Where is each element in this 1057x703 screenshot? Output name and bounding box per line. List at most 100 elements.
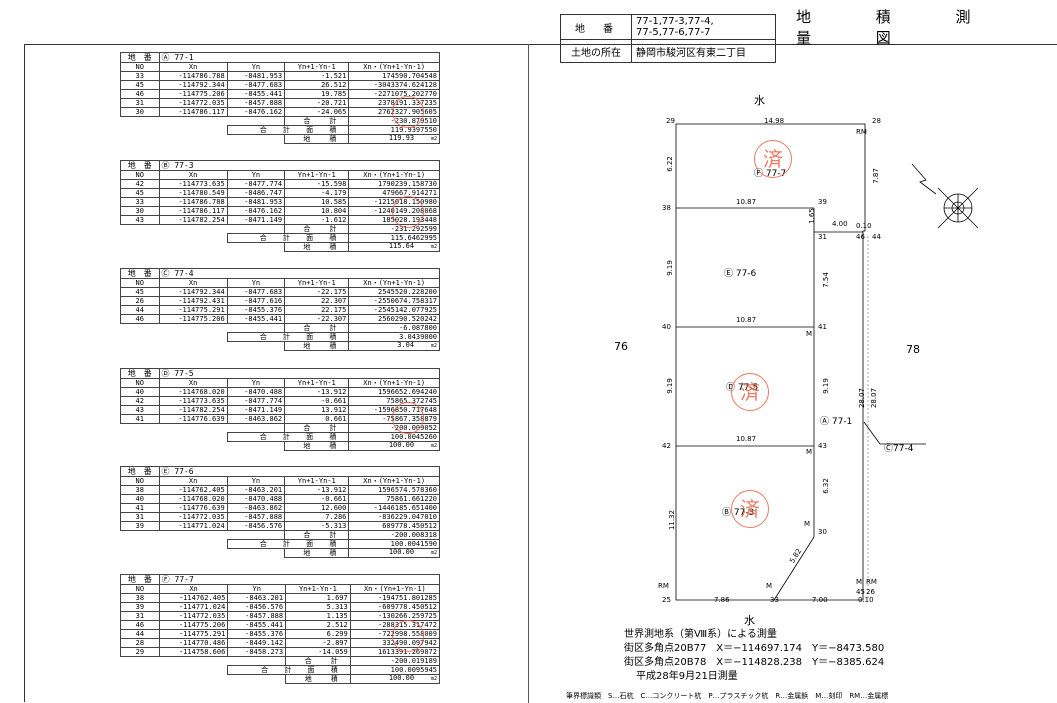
table-cell: 46 xyxy=(120,620,160,630)
table-cell: 40 xyxy=(120,494,160,504)
table-cell: 75861.661220 xyxy=(348,494,440,504)
table-lot-number: Ⓑ 77-3 xyxy=(158,160,440,171)
table-cell: 33 xyxy=(120,71,160,81)
column-header: Yn xyxy=(227,584,287,594)
dimension-label: 9.19 xyxy=(821,378,830,394)
marker-m: M xyxy=(806,448,813,456)
seal-stamp xyxy=(392,196,424,228)
marker-legend: 筆界標識類 S…石杭 C…コンクリート杭 P…プラスチック杭 R…金属鋲 M…刻… xyxy=(566,692,889,700)
table-cell: 29 xyxy=(120,647,160,657)
survey-line: 世界測地系（第Ⅷ系）による測量 xyxy=(624,629,777,640)
area-unit: m2 xyxy=(430,443,437,449)
table-cell: -114776.639 xyxy=(158,414,228,424)
table-cell: -8457.888 xyxy=(226,512,286,522)
area-unit: m2 xyxy=(430,136,437,142)
table-cell: -114792.344 xyxy=(158,287,228,297)
column-header: Yn xyxy=(226,278,286,288)
table-cell: -114786.117 xyxy=(158,107,228,117)
column-header: Xn・(Yn+1-Yn-1) xyxy=(348,278,440,288)
table-cell: 30 xyxy=(120,206,160,216)
table-cell: -114771.024 xyxy=(158,521,228,531)
table-cell: -8456.576 xyxy=(226,521,286,531)
double-area-label: 合 計 面 積 xyxy=(226,332,350,342)
table-cell: -114792.431 xyxy=(158,296,228,306)
table-cell: 31 xyxy=(120,98,160,108)
table-cell: -2271075.202770 xyxy=(348,89,440,99)
point-label: 45 xyxy=(856,588,865,596)
column-header: Yn+1-Yn-1 xyxy=(285,584,351,594)
total-value: -200.019189 xyxy=(349,656,441,666)
point-label: 31 xyxy=(818,233,827,241)
table-cell: 41 xyxy=(120,414,160,424)
total-value: -6.087800 xyxy=(348,323,440,333)
area-number: 100.00 xyxy=(388,548,415,556)
table-cell: -8477.774 xyxy=(226,179,286,189)
area-label: 地 積 xyxy=(284,242,350,252)
table-cell: -8471.149 xyxy=(226,215,286,225)
point-label: 25 xyxy=(662,596,671,604)
table-cell: -8455.376 xyxy=(226,305,286,315)
table-lot-label: 地 番 xyxy=(120,268,160,279)
table-cell: -114792.344 xyxy=(158,80,228,90)
point-label: 42 xyxy=(662,442,671,450)
table-cell: -8456.576 xyxy=(227,602,287,612)
table-cell: -1.612 xyxy=(284,215,350,225)
marker-m: M xyxy=(804,520,811,528)
table-cell: -13.912 xyxy=(284,485,350,495)
point-label: 26 xyxy=(866,588,875,596)
table-cell: -2.897 xyxy=(285,638,351,648)
table-cell: -114768.020 xyxy=(158,494,228,504)
column-header: NO xyxy=(120,584,160,594)
table-cell: 0.661 xyxy=(284,414,350,424)
table-cell: 40 xyxy=(120,387,160,397)
table-lot-label: 地 番 xyxy=(120,574,160,585)
chiban-value: 77-1,77-3,77-4, 77-5,77-6,77-7 xyxy=(631,14,776,40)
table-cell: 10.804 xyxy=(284,206,350,216)
direction-label-top: 水 xyxy=(754,94,765,107)
adjacent-lot-left: 76 xyxy=(614,340,628,353)
survey-line: 街区多角点20B78 X＝−114828.238 Y＝−8385.624 xyxy=(624,657,885,668)
dimension-label: 11.32 xyxy=(668,509,677,531)
table-cell: 45 xyxy=(120,188,160,198)
column-header: Xn・(Yn+1-Yn-1) xyxy=(348,378,440,388)
table-cell: -114771.024 xyxy=(158,602,229,612)
table-cell: -8463.201 xyxy=(226,485,286,495)
double-area-label: 合 計 面 積 xyxy=(226,539,350,549)
area-unit: m2 xyxy=(430,244,437,250)
table-cell: -24.065 xyxy=(284,107,350,117)
column-header: NO xyxy=(120,62,160,72)
column-header: Xn・(Yn+1-Yn-1) xyxy=(348,476,440,486)
table-cell: -8471.149 xyxy=(226,405,286,415)
column-header: Yn xyxy=(226,62,286,72)
dimension-label: 10.87 xyxy=(736,316,757,324)
area-label: 地 積 xyxy=(284,134,350,144)
table-cell: 45 xyxy=(120,287,160,297)
table-cell: -114782.254 xyxy=(158,215,228,225)
lot-77-4-leader xyxy=(863,421,881,445)
table-lot-label: 地 番 xyxy=(120,466,160,477)
dimension-label: 10.87 xyxy=(736,435,757,443)
dimension-label: 1.65 xyxy=(807,208,816,224)
table-cell: 1.135 xyxy=(285,611,351,621)
table-cell: 1596574.578360 xyxy=(348,485,440,495)
point-label: 28 xyxy=(872,117,881,125)
table-cell: 26.512 xyxy=(284,80,350,90)
table-cell: -8486.747 xyxy=(226,188,286,198)
table-cell: 1.697 xyxy=(285,593,351,603)
area-number: 100.00 xyxy=(388,441,415,449)
lot-label-77-4: Ⓒ77-4 xyxy=(884,444,914,454)
adjacent-lot-right: 78 xyxy=(906,343,920,356)
